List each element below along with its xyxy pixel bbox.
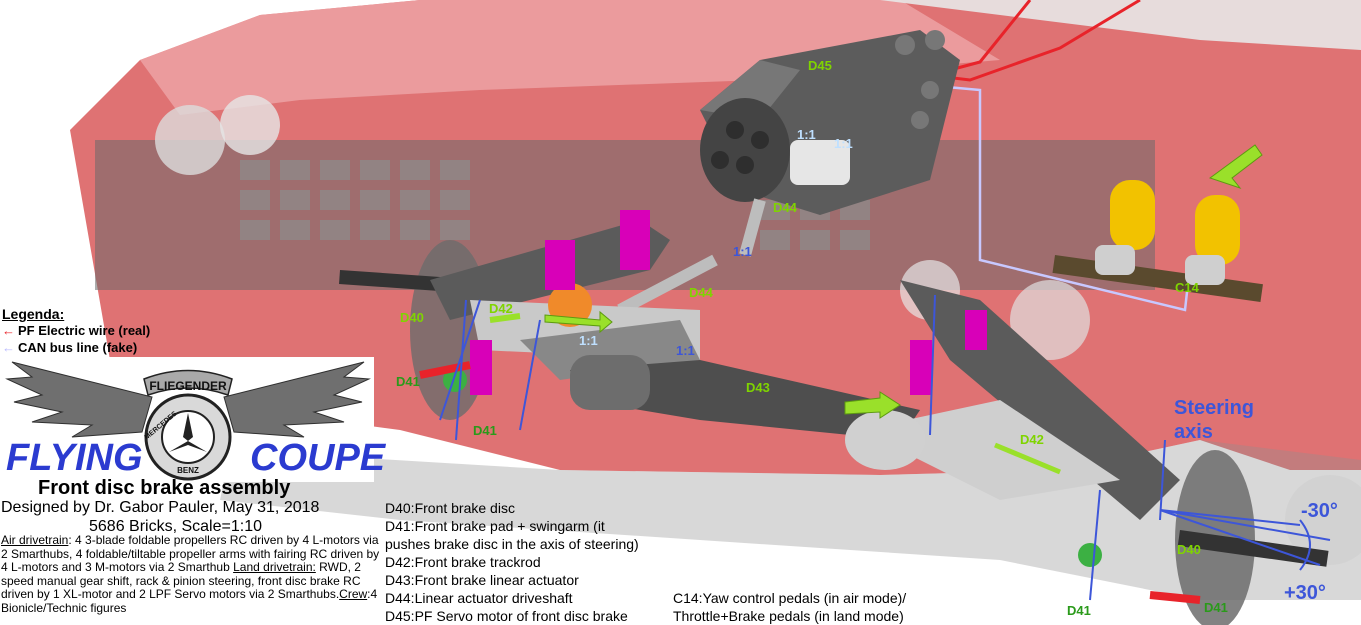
part-d43: D43:Front brake linear actuator [385,572,579,588]
part-c14-continued: Throttle+Brake pedals (in land mode) [673,608,904,624]
part-d40: D40:Front brake disc [385,500,515,516]
driveshaft-d44 [617,198,766,316]
angle-positive-30: +30° [1284,582,1326,604]
headlight [155,105,225,175]
logo-top-text: FLIEGENDER [149,379,227,393]
headlight [1010,280,1090,360]
right-brake-mechanism [845,280,1329,625]
page-title: Front disc brake assembly [38,477,291,499]
wheel [1285,475,1361,565]
brand-coupe: COUPE [250,437,386,479]
ratio-motor-right: 1:1 [834,136,853,151]
part-d44: D44:Linear actuator driveshaft [385,590,573,606]
callout-d41-right-corner: D41 [1204,600,1228,615]
legend-can-bus: ←CAN bus line (fake) [2,340,137,355]
callout-d44-lower: D44 [689,285,713,300]
red-left-arrow-icon: ← [2,323,15,338]
angle-negative-30: -30° [1301,500,1338,522]
callout-c14: C14 [1175,280,1199,295]
grille-slots [240,160,870,250]
ratio-driveshaft: 1:1 [733,244,752,259]
ratio-motor-left: 1:1 [797,127,816,142]
direction-arrows [489,144,1263,475]
callout-d42-right: D42 [1020,432,1044,447]
designer-credit: Designed by Dr. Gabor Pauler, May 31, 20… [1,499,320,516]
steering-axis-lines [439,294,1331,601]
logo-right-text: BENZ [177,466,199,475]
land-drivetrain-label: Land drivetrain: [233,560,316,574]
steering-axis-label: Steering axis [1174,396,1254,444]
callout-d44-upper: D44 [773,200,797,215]
callout-d43: D43 [746,380,770,395]
ratio-actuator-right: 1:1 [676,343,695,358]
car-hood [140,0,1000,115]
windshield [880,0,1361,50]
legend-title: Legenda: [2,306,65,322]
legend-pf-wire: ←PF Electric wire (real) [2,323,150,338]
callout-d41-right-lower: D41 [1067,603,1091,618]
callout-d40-right: D40 [1177,542,1201,557]
crew-text: :4 Bionicle/Technic figures [1,587,378,615]
lavender-left-arrow-icon: ← [2,340,15,355]
part-d41: D41:Front brake pad + swingarm (it [385,518,605,534]
linear-actuator-d43 [570,355,920,440]
pedals-c14 [1052,180,1263,303]
brand-flying: FLYING [6,437,143,479]
callout-d41-left-lower: D41 [473,423,497,438]
air-drivetrain-label: Air drivetrain [1,533,69,547]
servo-motor-d45 [700,30,960,215]
callout-d42-left: D42 [489,301,513,316]
brick-count: 5686 Bricks, Scale=1:10 [89,518,262,535]
winged-mercedes-star-logo-icon: FLIEGENDER MERCEDES BENZ [2,357,374,482]
crew-label: Crew [339,587,368,601]
part-d42: D42:Front brake trackrod [385,554,541,570]
part-c14: C14:Yaw control pedals (in air mode)/ [673,590,907,606]
can-bus-line [924,83,1192,312]
callout-d41-left-upper: D41 [396,374,420,389]
part-d45: D45:PF Servo motor of front disc brake [385,608,628,624]
legend-pf-wire-label: PF Electric wire (real) [18,323,151,338]
steering-label-line1: Steering [1174,397,1255,419]
drivetrain-description: Air drivetrain: 4 3-blade foldable prope… [1,533,381,615]
part-d41-continued: pushes brake disc in the axis of steerin… [385,536,639,552]
air-drivetrain-text: : 4 3-blade foldable propellers RC drive… [1,533,380,574]
ratio-actuator-left: 1:1 [579,333,598,348]
legend-can-bus-label: CAN bus line (fake) [18,340,138,355]
callout-d40-left: D40 [400,310,424,325]
steering-label-line2: axis [1174,421,1213,443]
callout-d45: D45 [808,58,832,73]
headlight [220,95,280,155]
land-drivetrain-text: RWD, 2 speed manual gear shift, rack & p… [1,560,361,601]
